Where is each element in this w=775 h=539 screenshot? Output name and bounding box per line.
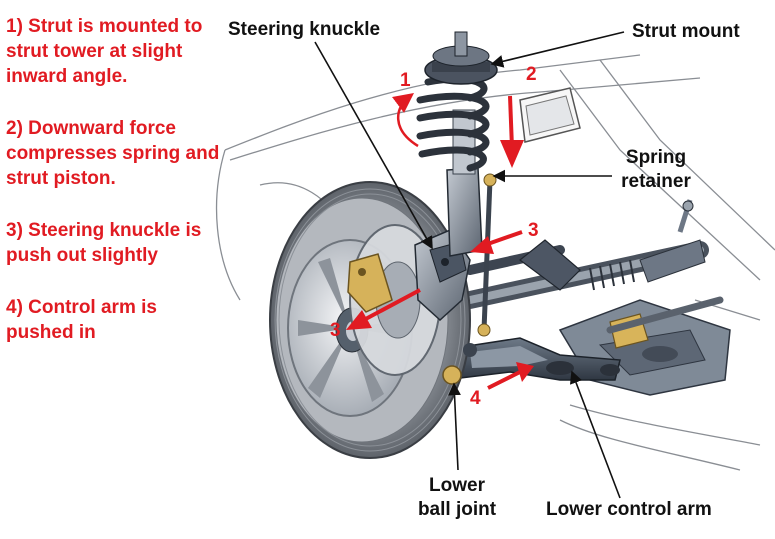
arrow-4-head: [516, 362, 534, 382]
label-lower-control-arm: Lower control arm: [546, 499, 712, 520]
step-2-text: 2) Downward force compresses spring and …: [6, 118, 220, 189]
label-spring-retainer-line1: Spring: [625, 147, 687, 168]
leader-lines: [314, 31, 625, 499]
marker-3-wheel: 3: [330, 320, 341, 341]
stabilizer-bracket: [606, 296, 724, 349]
step-4-text: 4) Control arm is pushed in: [6, 297, 157, 343]
step-list: 1) Strut is mounted to strut tower at sl…: [6, 14, 221, 372]
side-mirror: [519, 87, 581, 143]
label-lower-ball-joint: Lower ball joint: [402, 474, 512, 522]
step-1-text: 1) Strut is mounted to strut tower at sl…: [6, 16, 203, 87]
leader-strut-mount: [490, 31, 625, 68]
arrow-4-control-arm: [487, 370, 521, 390]
sway-bar-link: [477, 173, 497, 337]
label-strut-mount: Strut mount: [632, 21, 740, 42]
steering-rack: [461, 199, 709, 309]
label-spring-retainer: Spring retainer: [606, 146, 706, 194]
leader-lower-control-arm: [570, 370, 621, 499]
coil-spring: [416, 75, 490, 172]
marker-1: 1: [400, 70, 411, 91]
arrow-1-rotation: [392, 92, 419, 148]
step-3-text: 3) Steering knuckle is push out slightly: [6, 220, 202, 266]
lower-control-arm: [454, 337, 621, 381]
marker-2: 2: [526, 64, 537, 85]
marker-3-knuckle: 3: [528, 220, 539, 241]
label-lower-ball-joint-line1: Lower: [429, 475, 485, 496]
brake-caliper: [347, 253, 393, 313]
label-steering-knuckle: Steering knuckle: [228, 19, 381, 40]
arrow-3-wheel-head: [346, 310, 372, 330]
arrow-3-wheel: [359, 288, 421, 324]
label-spring-retainer-line2: retainer: [621, 171, 691, 192]
strut-body: [446, 109, 483, 257]
leader-steering-knuckle: [314, 41, 433, 250]
force-arrows: [346, 92, 534, 390]
arrow-2-head: [500, 140, 524, 168]
strut-mount: [424, 31, 498, 85]
marker-4: 4: [470, 388, 481, 409]
leader-lower-ball-joint: [448, 382, 461, 471]
arrow-3-knuckle-head: [470, 236, 494, 254]
label-lower-ball-joint-line2: ball joint: [417, 499, 497, 520]
arrow-2-downward: [508, 95, 514, 149]
